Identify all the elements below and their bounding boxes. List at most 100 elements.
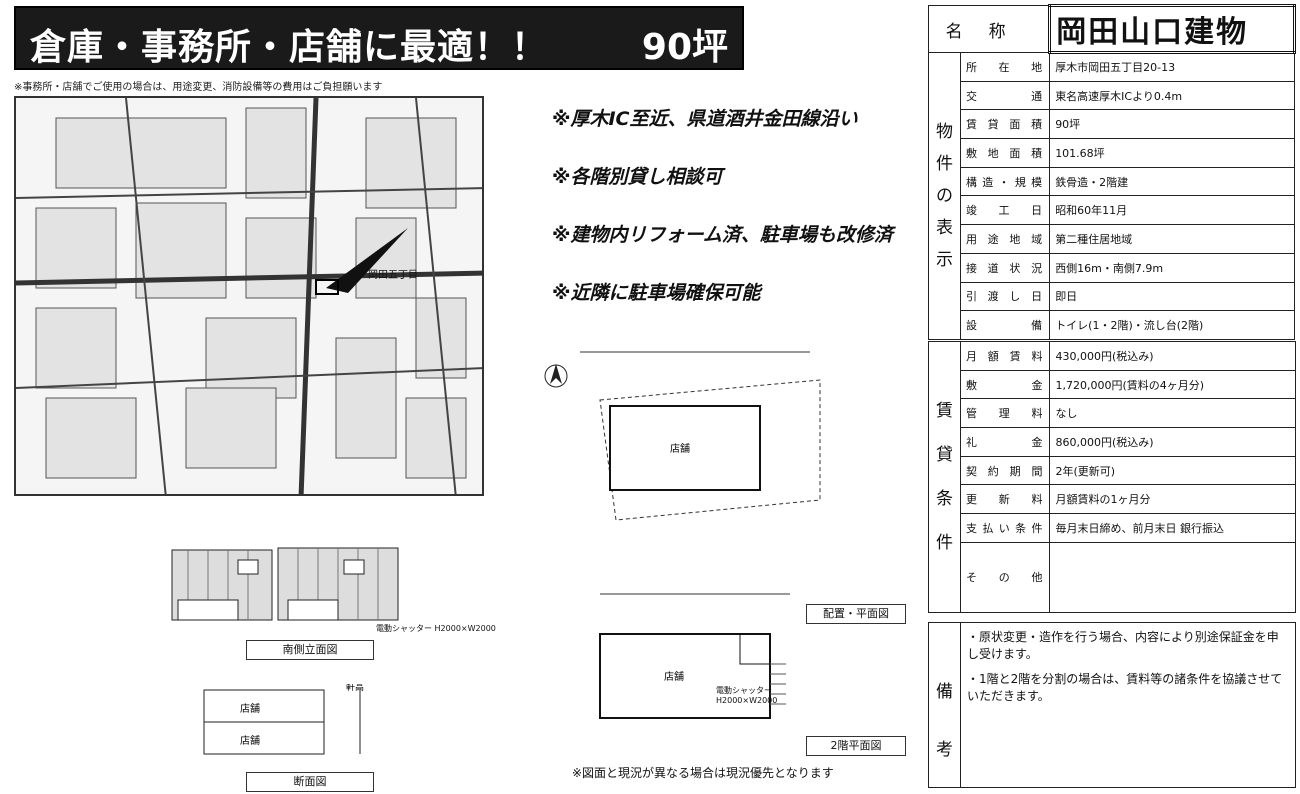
map-block [35, 307, 117, 389]
row-label: 所在地 [959, 52, 1051, 82]
row-value [1049, 541, 1296, 613]
row-value: 430,000円(税込み) [1049, 341, 1296, 371]
floor2-plan-drawing: 店舗 [590, 584, 810, 744]
row-label: 月額賃料 [959, 341, 1051, 371]
remarks-box: 備 考 ・原状変更・造作を行う場合、内容により別途保証金を申し受けます。 ・1階… [928, 622, 1296, 788]
floor2-plan-caption: 2階平面図 [806, 736, 906, 756]
map-block [55, 117, 227, 189]
table-row: 竣工日昭和60年11月 [929, 195, 1295, 226]
site-shop-label: 店舗 [670, 442, 690, 455]
name-label: 名称 [927, 5, 1051, 53]
title-banner: 倉庫・事務所・店舗に最適！！ 90坪 [14, 6, 744, 70]
map-block [355, 217, 417, 299]
section-room-upper: 店舗 [240, 702, 260, 715]
row-value: 昭和60年11月 [1049, 195, 1295, 226]
highlight-3: ※建物内リフォーム済、駐車場も改修済 [552, 224, 893, 246]
site-plan-drawing: 店舗 [520, 340, 860, 550]
row-label: 敷金 [959, 369, 1051, 400]
floor-shop-label: 店舗 [664, 670, 684, 683]
map-target-marker [315, 279, 339, 295]
map-road [125, 98, 167, 494]
table-row: 物 件 の 表 示 所在地 厚木市岡田五丁目20-13 [928, 52, 1295, 340]
table-row: その他 [929, 541, 1296, 613]
row-value: 毎月末日締め、前月末日 銀行振込 [1049, 513, 1296, 543]
site-building [609, 405, 761, 491]
elevation-shutter [177, 599, 239, 621]
floor-toilet [739, 633, 771, 665]
highlight-1: ※厚木IC至近、県道酒井金田線沿い [552, 108, 858, 130]
table-row: 交通東名高速厚木ICより0.4m [929, 80, 1295, 111]
row-label: 交通 [959, 80, 1051, 111]
remarks-label: 備 考 [929, 623, 961, 787]
south-elevation-drawing [168, 540, 408, 630]
property-table: 名称 岡田山口建物 物 件 の 表 示 所在地 厚木市岡田五丁目20-13 交通… [927, 4, 1296, 340]
table-row: 構造・規模鉄骨造・2階建 [929, 166, 1295, 197]
table-row: 賃 貸 条 件 月額賃料 430,000円(税込み) [928, 341, 1296, 613]
site-boundary [599, 379, 821, 521]
row-label: 管理料 [959, 398, 1051, 429]
table-row: 引渡し日即日 [929, 281, 1295, 312]
remark-item: ・原状変更・造作を行う場合、内容により別途保証金を申し受けます。 [967, 630, 1279, 661]
map-block [185, 387, 277, 469]
row-label: 設備 [959, 310, 1051, 340]
name-row: 名称 岡田山口建物 [927, 4, 1296, 54]
row-value: 西側16m・南側7.9m [1049, 252, 1295, 283]
shutter-note-2: 電動シャッター H2000×W2000 [716, 686, 778, 705]
highlight-4: ※近隣に駐車場確保可能 [552, 282, 761, 304]
map-block [135, 202, 227, 299]
elevation-shutter [287, 599, 339, 621]
map-road [16, 367, 482, 389]
shutter-note-1: 電動シャッター H2000×W2000 [376, 624, 496, 633]
south-elevation-caption: 南側立面図 [246, 640, 374, 660]
row-label: 構造・規模 [959, 166, 1051, 197]
table-row: 用途地域第二種住居地域 [929, 224, 1295, 254]
page-title: 倉庫・事務所・店舗に最適！！ [30, 27, 549, 68]
row-value: 即日 [1049, 281, 1295, 312]
map-block [405, 397, 467, 479]
north-arrow-needle [550, 364, 562, 384]
table-row: 接道状況西側16m・南側7.9m [929, 252, 1295, 283]
site-plan-caption: 配置・平面図 [806, 604, 906, 624]
property-name: 岡田山口建物 [1048, 4, 1296, 54]
map-block [205, 317, 297, 399]
row-value: 厚木市岡田五丁目20-13 [1049, 52, 1295, 82]
table-row: 更新料月額賃料の1ヶ月分 [929, 484, 1296, 515]
map-drawing: 岡田五丁目 [16, 98, 482, 494]
elevation-window [237, 559, 259, 575]
row-label: 礼金 [959, 427, 1051, 457]
map-road-cross [16, 270, 482, 286]
highlight-2: ※各階別貸し相談可 [552, 166, 723, 188]
footer-note: ※図面と現況が異なる場合は現況優先となります [572, 766, 834, 780]
row-label: 敷地面積 [959, 138, 1051, 168]
table-row: 設備トイレ(1・2階)・流し台(2階) [929, 310, 1295, 340]
map-block [35, 207, 117, 289]
map-road [415, 98, 457, 494]
row-value: 第二種住居地域 [1049, 224, 1295, 254]
row-label: 更新料 [959, 484, 1051, 515]
map-town-label: 岡田五丁目 [368, 269, 418, 281]
elevation-window [343, 559, 365, 575]
usage-note: ※事務所・店舗でご使用の場合は、用途変更、消防設備等の費用はご負担願います [14, 82, 383, 93]
floor-outline [599, 633, 771, 719]
map-block [335, 337, 397, 459]
property-section-label: 物 件 の 表 示 [928, 52, 961, 340]
map-block [245, 107, 307, 199]
row-value: 2年(更新可) [1049, 455, 1296, 486]
map-block [45, 397, 137, 479]
map-road [16, 187, 482, 199]
row-value: 1,720,000円(賃料の4ヶ月分) [1049, 369, 1296, 400]
map-block [245, 217, 317, 299]
row-value: トイレ(1・2階)・流し台(2階) [1049, 310, 1295, 340]
section-caption: 断面図 [246, 772, 374, 792]
row-value: 860,000円(税込み) [1049, 427, 1296, 457]
row-label: 接道状況 [959, 252, 1051, 283]
location-map: 岡田五丁目 [14, 96, 484, 496]
row-value: 90坪 [1049, 109, 1295, 140]
table-row: 管理料なし [929, 398, 1296, 429]
row-value: 101.68坪 [1049, 138, 1295, 168]
remarks-body: ・原状変更・造作を行う場合、内容により別途保証金を申し受けます。 ・1階と2階を… [967, 629, 1289, 713]
